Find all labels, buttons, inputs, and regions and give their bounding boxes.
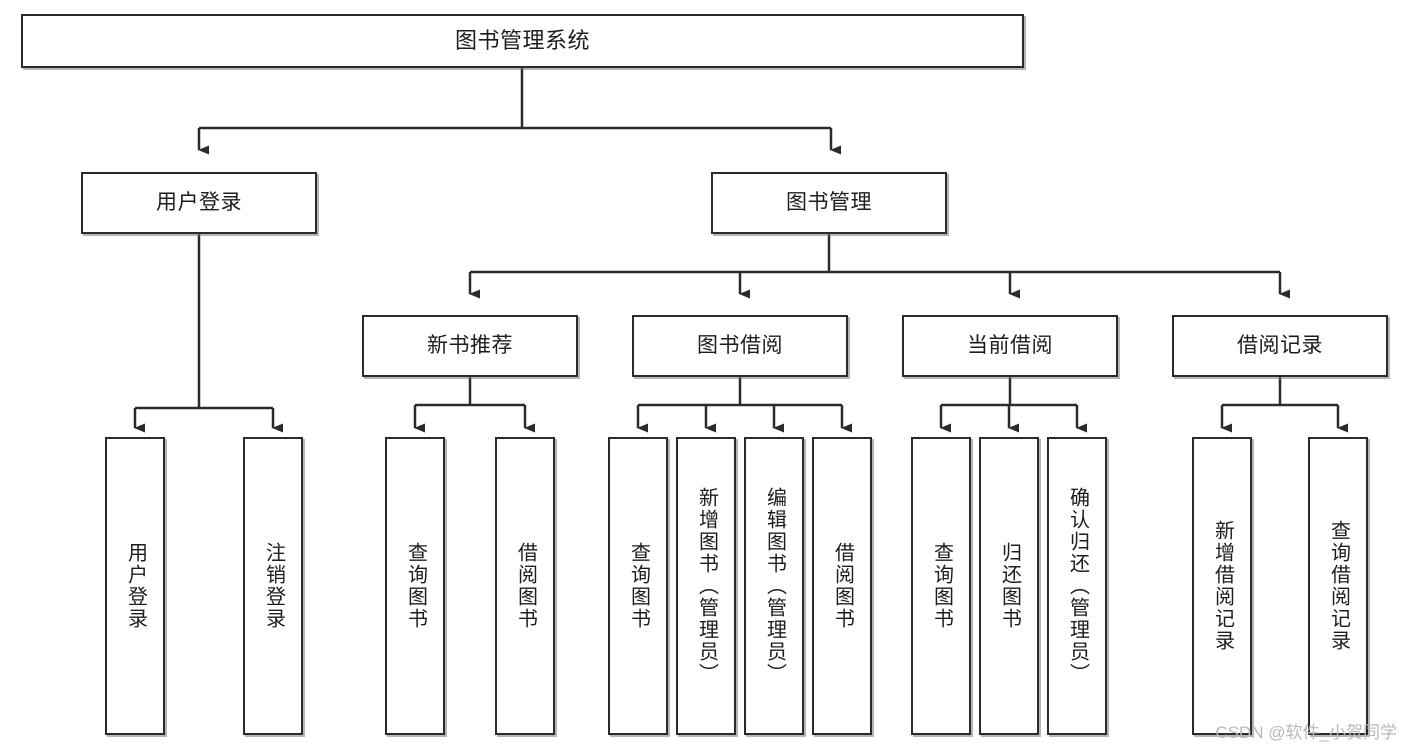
node-leaf-query-record[interactable]: 查询借阅记录	[1308, 437, 1368, 735]
node-leaf-user-login[interactable]: 用户登录	[105, 437, 165, 735]
node-new-book-recommend-label: 新书推荐	[427, 333, 513, 357]
node-current-borrow[interactable]: 当前借阅	[902, 315, 1118, 377]
node-leaf-edit-book[interactable]: 编辑图书（管理员）	[744, 437, 804, 735]
node-root[interactable]: 图书管理系统	[21, 14, 1024, 68]
node-borrow-record[interactable]: 借阅记录	[1172, 315, 1388, 377]
node-leaf-query-book-3[interactable]: 查询图书	[911, 437, 971, 735]
node-leaf-add-book-label: 新增图书（管理员）	[695, 487, 718, 685]
node-leaf-borrow-book-2-label: 借阅图书	[831, 542, 854, 630]
node-leaf-add-book[interactable]: 新增图书（管理员）	[676, 437, 736, 735]
node-leaf-user-login-label: 用户登录	[124, 542, 147, 630]
node-leaf-return-book-label: 归还图书	[998, 542, 1021, 630]
node-leaf-logout-login-label: 注销登录	[262, 542, 285, 630]
node-root-label: 图书管理系统	[454, 28, 590, 54]
node-leaf-return-book[interactable]: 归还图书	[979, 437, 1039, 735]
node-leaf-confirm-return-label: 确认归还（管理员）	[1066, 487, 1089, 685]
node-leaf-edit-book-label: 编辑图书（管理员）	[763, 487, 786, 685]
node-book-management[interactable]: 图书管理	[711, 172, 947, 234]
node-leaf-logout-login[interactable]: 注销登录	[243, 437, 303, 735]
node-borrow-record-label: 借阅记录	[1237, 333, 1323, 357]
node-leaf-query-record-label: 查询借阅记录	[1327, 520, 1350, 652]
node-leaf-query-book-1[interactable]: 查询图书	[385, 437, 445, 735]
node-leaf-query-book-2-label: 查询图书	[627, 542, 650, 630]
node-leaf-add-record-label: 新增借阅记录	[1211, 520, 1234, 652]
node-leaf-add-record[interactable]: 新增借阅记录	[1192, 437, 1252, 735]
node-leaf-query-book-2[interactable]: 查询图书	[608, 437, 668, 735]
node-leaf-borrow-book-1-label: 借阅图书	[514, 542, 537, 630]
node-new-book-recommend[interactable]: 新书推荐	[362, 315, 578, 377]
node-leaf-query-book-1-label: 查询图书	[404, 542, 427, 630]
node-leaf-borrow-book-2[interactable]: 借阅图书	[812, 437, 872, 735]
node-user-login-label: 用户登录	[156, 190, 242, 214]
node-leaf-borrow-book-1[interactable]: 借阅图书	[495, 437, 555, 735]
node-user-login[interactable]: 用户登录	[81, 172, 317, 234]
node-leaf-query-book-3-label: 查询图书	[930, 542, 953, 630]
node-leaf-confirm-return[interactable]: 确认归还（管理员）	[1047, 437, 1107, 735]
watermark: CSDN @软件_小贺同学	[1215, 723, 1397, 742]
node-book-borrow-label: 图书借阅	[697, 333, 783, 357]
node-book-borrow[interactable]: 图书借阅	[632, 315, 848, 377]
node-current-borrow-label: 当前借阅	[967, 333, 1053, 357]
node-book-management-label: 图书管理	[786, 190, 872, 214]
